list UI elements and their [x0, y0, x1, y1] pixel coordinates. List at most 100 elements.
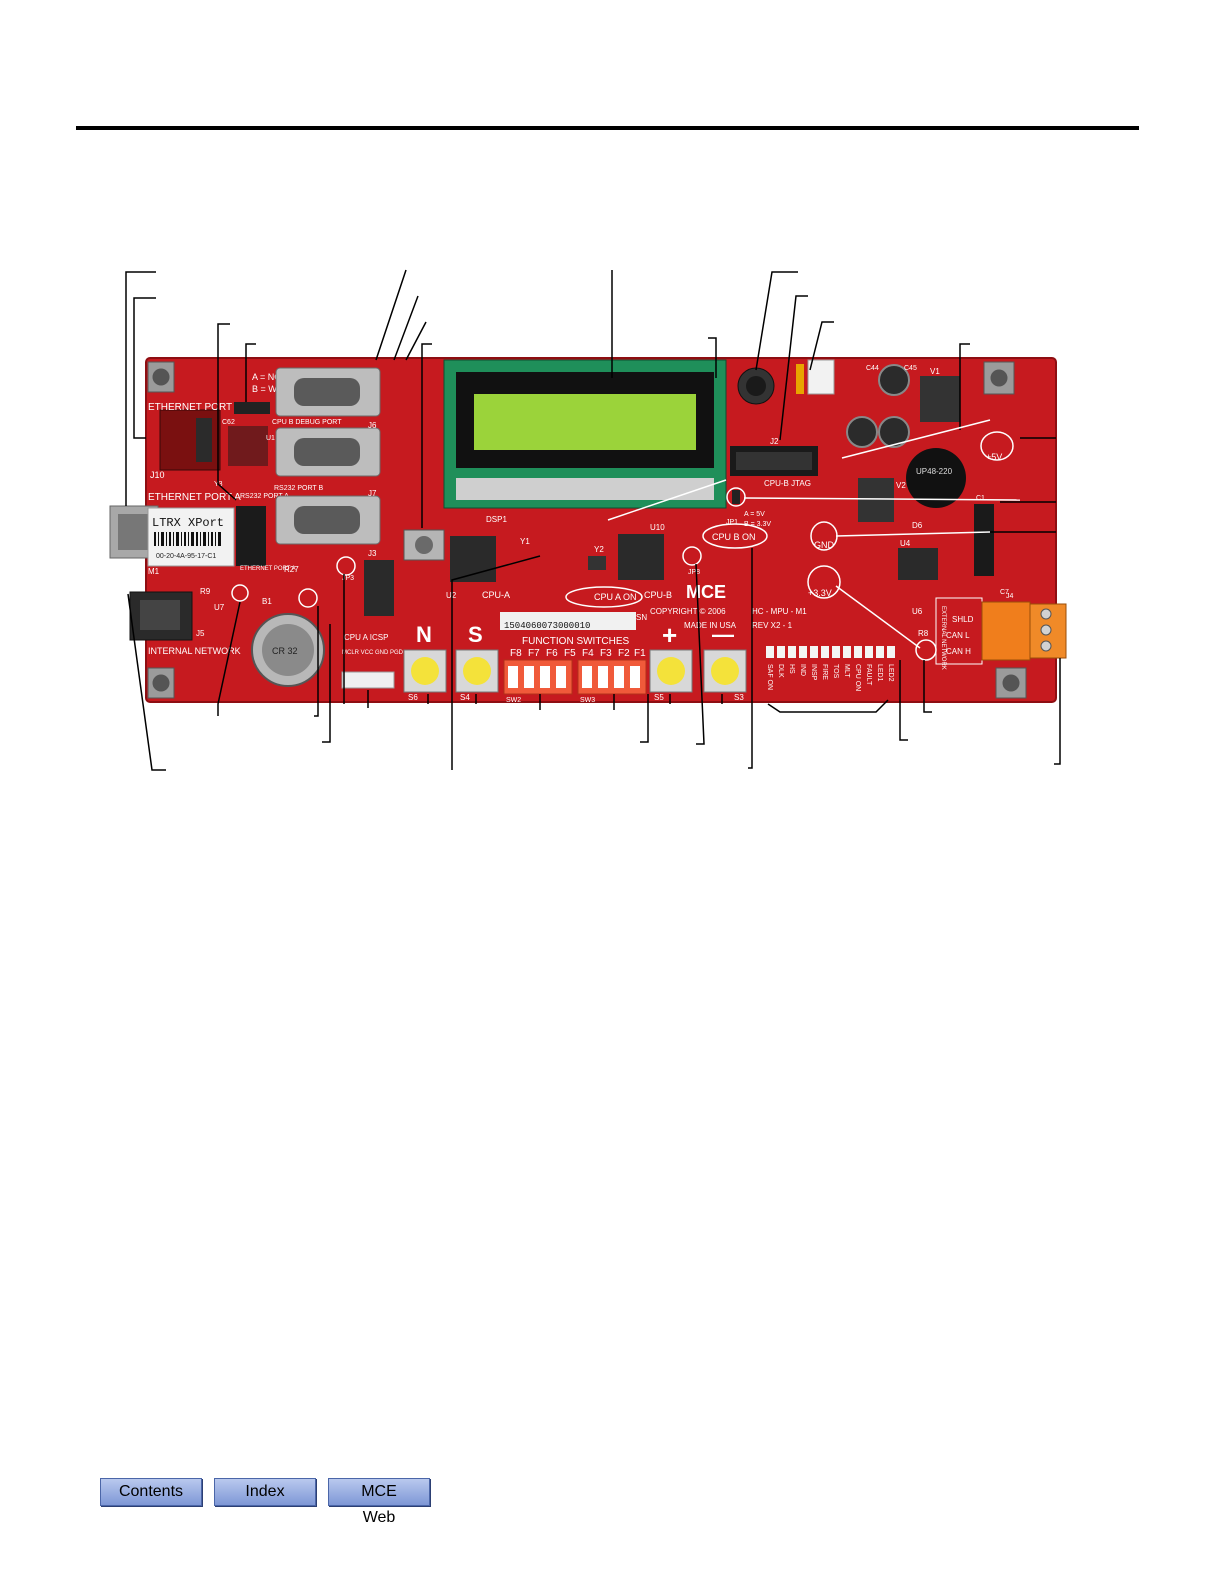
mac-barcode [154, 532, 221, 546]
mce-web-button[interactable]: MCE Web [328, 1478, 430, 1526]
led-label-fire: FIRE [821, 664, 828, 680]
mac-address: 00-20-4A-95-17-C1 [156, 553, 216, 560]
led-label-saf-on: SAF ON [766, 664, 773, 690]
dip-switches [503, 659, 647, 695]
callout-lines [125, 269, 1061, 771]
s4-label: S4 [460, 693, 470, 702]
m1-label: M1 [148, 567, 160, 576]
j4-label: J4 [1006, 593, 1014, 600]
cpu-a-label: CPU-A [482, 590, 510, 600]
callout-lines-white [607, 419, 1021, 649]
u4-chip [898, 548, 938, 580]
switch-label-f6: F6 [546, 648, 558, 659]
dsp1-label: DSP1 [486, 515, 507, 524]
sw2-label: SW2 [506, 697, 521, 704]
j2-label: J2 [770, 437, 779, 446]
led-labels: SAF ON DLK HS IND INSP FIRE TOS MLT CPU … [766, 664, 894, 691]
serial-sticker [500, 612, 636, 630]
wol-label: B = WOL [252, 384, 289, 394]
can-terminal-block [981, 601, 1067, 661]
external-network-label: EXTERNAL NETWORK [940, 606, 946, 670]
cpu-b-on-label: CPU B ON [712, 532, 756, 542]
c1-label: C1 [976, 495, 985, 502]
serial-number: 1504060073000010 [504, 621, 590, 631]
inductor [906, 448, 966, 508]
c44-label: C44 [866, 365, 879, 372]
norm-label: A = NORM [252, 372, 295, 382]
u4-label: U4 [900, 539, 911, 548]
contents-button[interactable]: Contents [100, 1478, 202, 1506]
jp8-label: JP8 [688, 569, 700, 576]
sn-label: SN [636, 613, 647, 622]
s3-label: S3 [734, 693, 744, 702]
cpu-b-debug-port-label: CPU B DEBUG PORT [272, 419, 342, 426]
navigation-bar: Contents Index MCE Web [100, 1478, 430, 1526]
v2-label: V2 [896, 481, 906, 490]
function-switch-labels: F8 F7 F6 F5 F4 F3 F2 F1 [510, 648, 646, 659]
switch-label-f8: F8 [510, 648, 522, 659]
rs232-port-b-label: RS232 PORT B [274, 485, 323, 492]
u1-chip [228, 426, 268, 466]
can-h-label: CAN H [946, 647, 971, 656]
cpu-a-on-label: CPU A ON [594, 592, 637, 602]
led-label-mlt: MLT [843, 664, 850, 678]
r8-label: R8 [918, 629, 929, 638]
sw3-label: SW3 [580, 697, 595, 704]
switch-label-f4: F4 [582, 648, 594, 659]
v2-regulator [858, 478, 894, 522]
u1-label: U1 [266, 435, 275, 442]
index-button[interactable]: Index [214, 1478, 316, 1506]
n-button-label: N [416, 622, 432, 647]
led-label-dlk: DLK [777, 664, 784, 678]
j7-label: J7 [368, 489, 377, 498]
led-label-cpu-on: CPU ON [854, 664, 861, 691]
led-label-led2: LED2 [887, 664, 894, 682]
j10-label: J10 [150, 470, 165, 480]
gnd-label: GND [814, 540, 835, 550]
led-label-ind: IND [799, 664, 806, 676]
v1-label: V1 [930, 367, 940, 376]
cpu-b-jtag-label: CPU-B JTAG [764, 479, 811, 488]
jp1-5v-label: A = 5V [744, 511, 765, 518]
cpu-b-jtag-header [730, 446, 818, 476]
led-label-fault: FAULT [865, 664, 872, 686]
made-in-usa-label: MADE IN USA [684, 621, 737, 630]
s6-label: S6 [408, 693, 418, 702]
switch-label-f7: F7 [528, 648, 540, 659]
plus5v-label: +5V [986, 452, 1002, 462]
rs232-port-a-label: RS232 PORT A [240, 493, 289, 500]
hc-mpu-label: HC - MPU - M1 [752, 607, 807, 616]
j6-label: J6 [368, 421, 377, 430]
mounting-holes [147, 361, 1027, 699]
icsp-header [341, 671, 395, 689]
cpu-a-chip [450, 536, 496, 582]
r9-label: R9 [200, 587, 211, 596]
ethernet-port-b-label: ETHERNET PORT B [148, 402, 242, 413]
c62-label: C62 [222, 419, 235, 426]
capacitors [846, 364, 910, 448]
up48-label: UP48-220 [916, 467, 953, 476]
v1-regulator [920, 376, 960, 422]
plus3v3-label: +3.3V [808, 588, 832, 598]
cpu-b-label: CPU-B [644, 590, 672, 600]
status-leds [766, 646, 895, 658]
jp1-3v3-label: B = 3.3V [744, 521, 771, 528]
led-label-tos: TOS [832, 664, 839, 679]
c1-component [974, 504, 994, 576]
led-label-led1: LED1 [876, 664, 883, 682]
copyright-label: COPYRIGHT © 2006 [650, 607, 726, 616]
cpu-b-chip [618, 534, 664, 580]
y2-label: Y2 [594, 545, 604, 554]
switch-label-f3: F3 [600, 648, 612, 659]
y2-crystal [588, 556, 606, 570]
header-rule [76, 126, 1139, 130]
jp3-label: JP3 [342, 575, 354, 582]
ethernet-port-a-short-label: ETHERNET PORT A [240, 566, 296, 572]
u10-label: U10 [650, 523, 665, 532]
c45-label: C45 [904, 365, 917, 372]
jp1-label: JP1 [726, 519, 738, 526]
j3-label: J3 [368, 549, 377, 558]
u7-label: U7 [214, 603, 225, 612]
u6-label: U6 [912, 607, 923, 616]
